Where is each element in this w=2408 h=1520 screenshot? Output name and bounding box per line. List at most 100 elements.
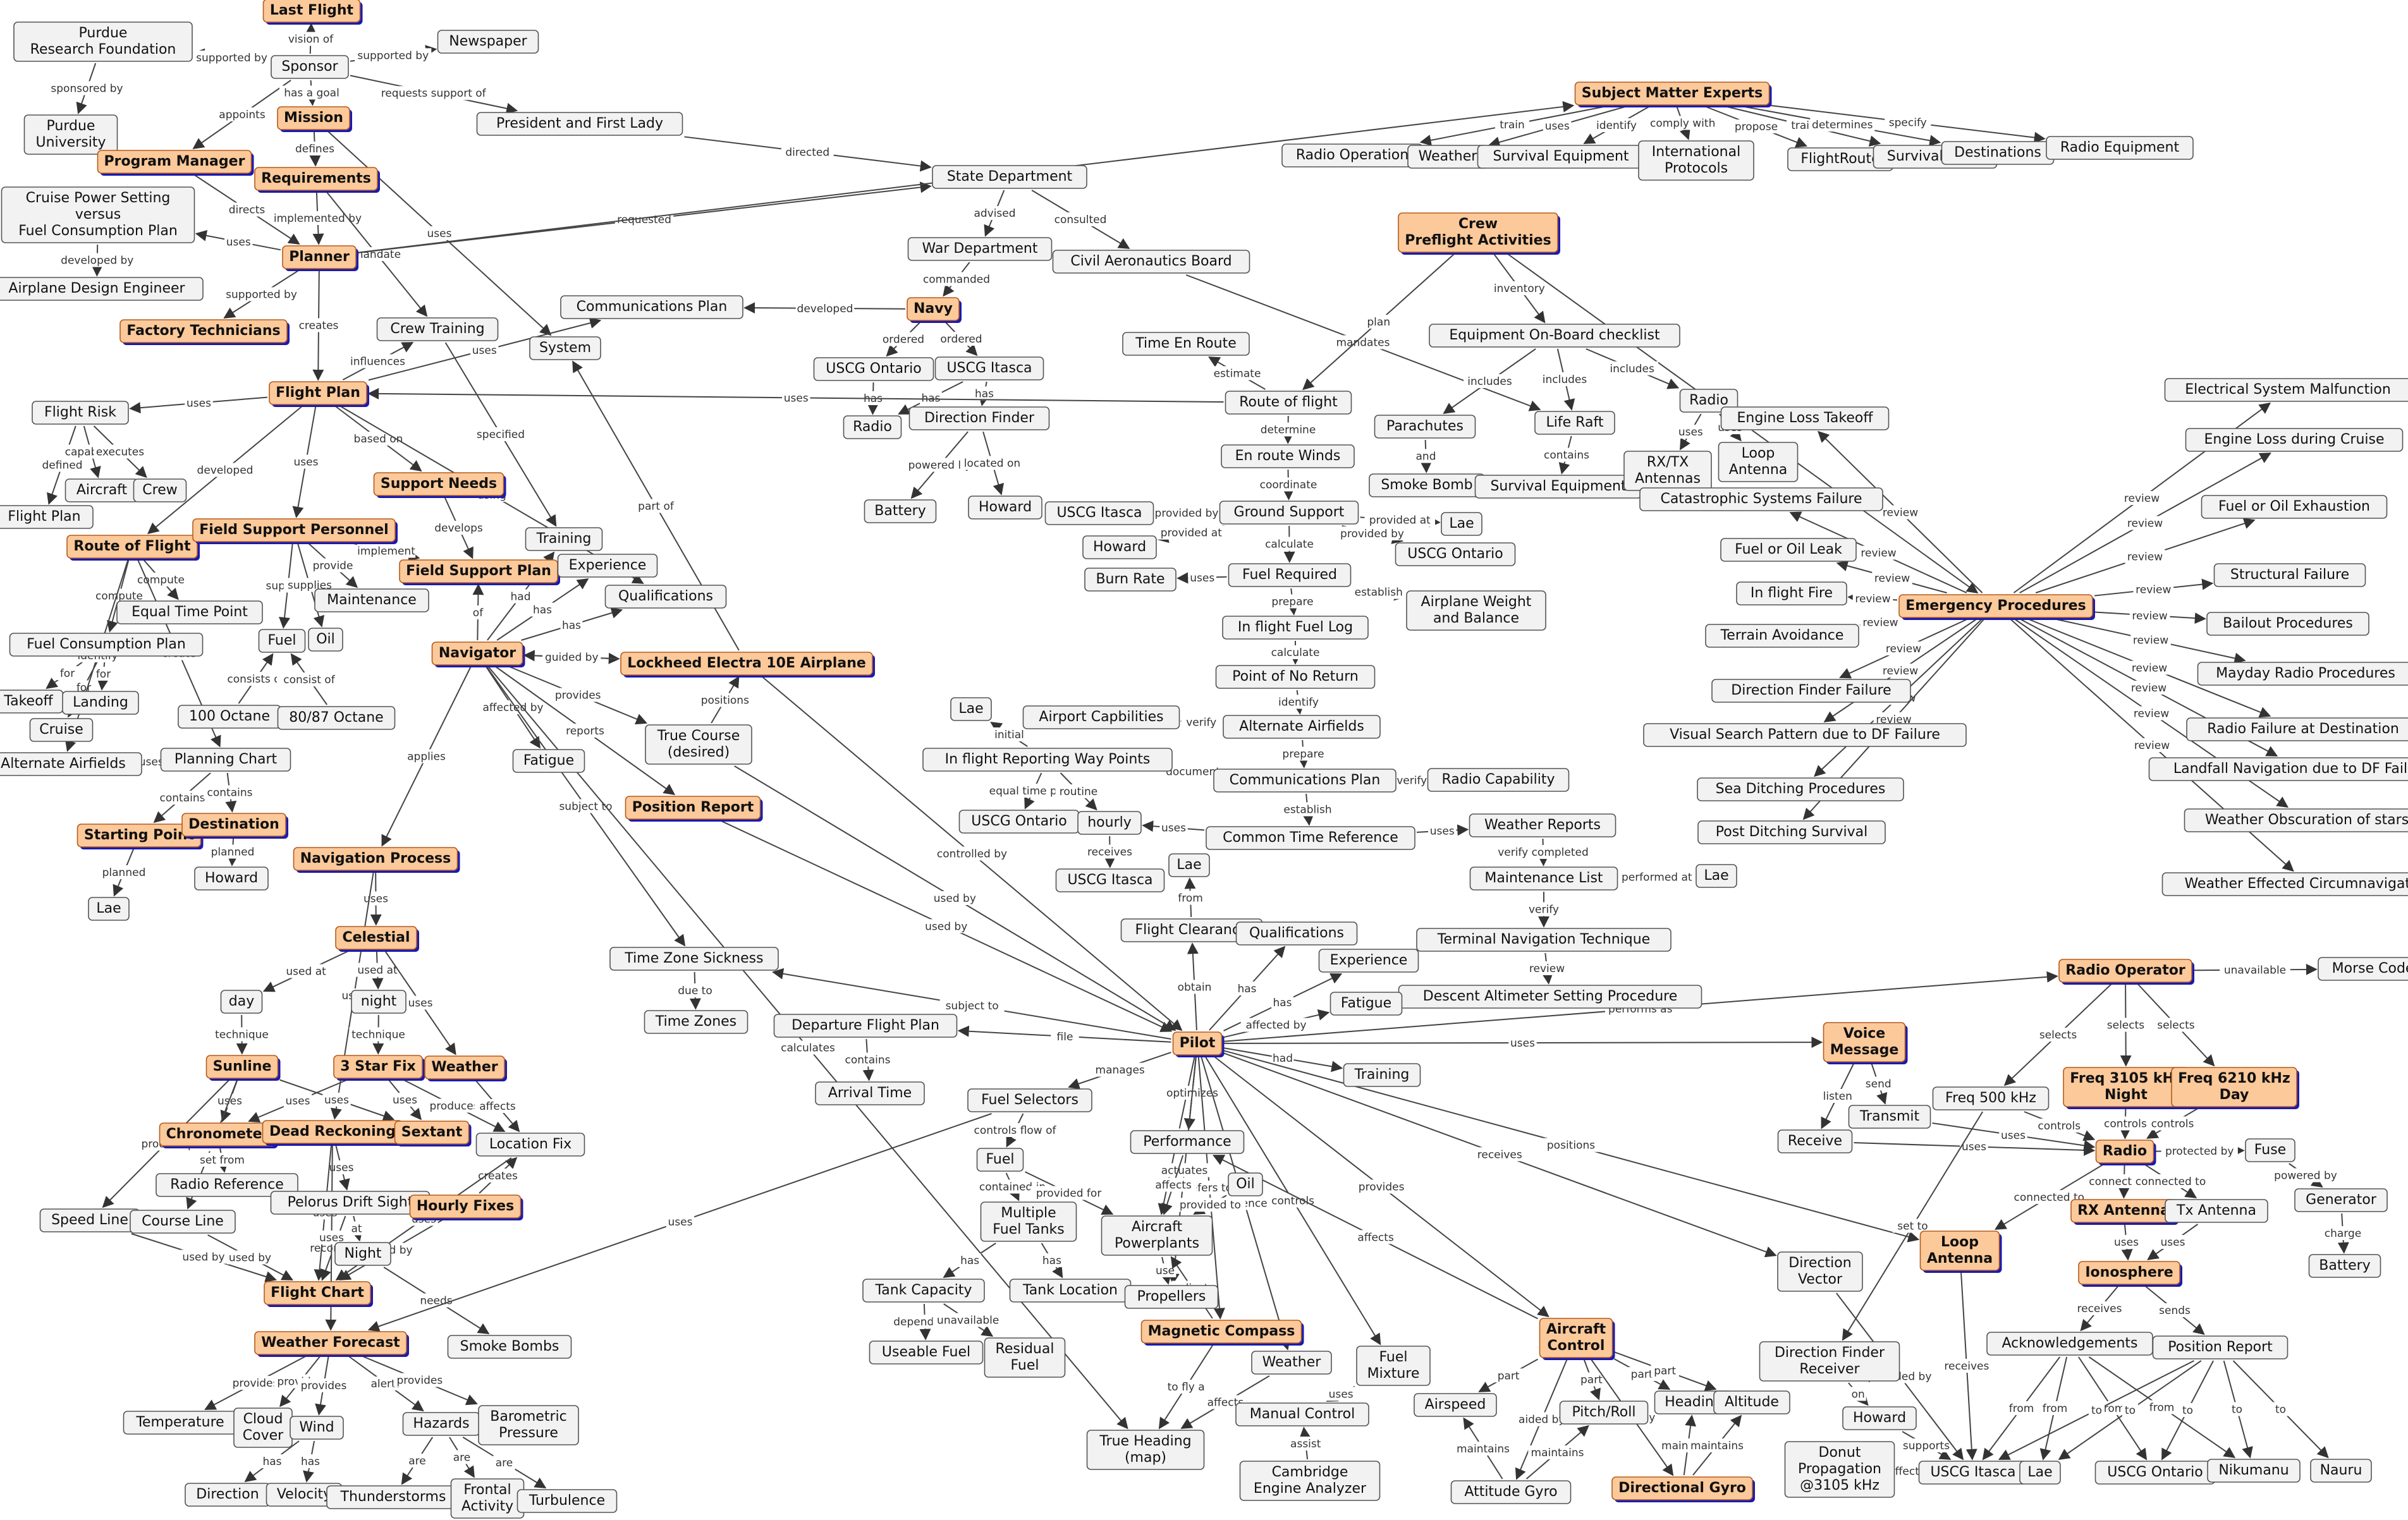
node-lae-maint[interactable]: Lae: [1696, 864, 1737, 888]
node-catastrophic[interactable]: Catastrophic Systems Failure: [1639, 487, 1883, 511]
node-hourly[interactable]: hourly: [1077, 811, 1142, 835]
node-radio-operator[interactable]: Radio Operator: [2058, 959, 2194, 985]
node-alt-airfields-left[interactable]: Alternate Airfields: [0, 752, 142, 776]
node-weather-reports[interactable]: Weather Reports: [1469, 813, 1617, 837]
node-fuel-left[interactable]: Fuel: [258, 629, 306, 653]
node-celestial[interactable]: Celestial: [335, 926, 419, 952]
node-newspaper[interactable]: Newspaper: [437, 30, 539, 54]
node-comm-plan-left[interactable]: Communications Plan: [560, 295, 743, 319]
node-tank-location[interactable]: Tank Location: [1009, 1279, 1132, 1303]
node-ionosphere[interactable]: Ionosphere: [2078, 1261, 2182, 1287]
node-life-raft[interactable]: Life Raft: [1534, 411, 1615, 435]
node-route-of-flight-left[interactable]: Route of Flight: [66, 535, 200, 561]
node-howard-right[interactable]: Howard: [1842, 1406, 1917, 1430]
node-fuel-oil-leak[interactable]: Fuel or Oil Leak: [1720, 538, 1857, 562]
node-uscg-itasca-gs[interactable]: USCG Itasca: [1044, 501, 1154, 525]
node-turbulence[interactable]: Turbulence: [516, 1489, 618, 1513]
node-sunline[interactable]: Sunline: [205, 1055, 281, 1081]
node-howard-navy[interactable]: Howard: [968, 496, 1042, 520]
node-flight-plan[interactable]: Flight Plan: [269, 381, 369, 407]
node-uscg-itasca-hourly[interactable]: USCG Itasca: [1055, 868, 1165, 892]
node-cab[interactable]: Civil Aeronautics Board: [1052, 250, 1250, 274]
node-generator[interactable]: Generator: [2294, 1188, 2388, 1212]
node-navigator[interactable]: Navigator: [431, 641, 525, 667]
node-common-time-ref[interactable]: Common Time Reference: [1206, 826, 1415, 850]
node-survival-equip-center[interactable]: Survival Equipment: [1474, 475, 1642, 499]
node-heading[interactable]: Heading: [1654, 1390, 1733, 1414]
node-requirements[interactable]: Requirements: [254, 167, 380, 193]
node-landfall-nav[interactable]: Landfall Navigation due to DF Failure: [2148, 757, 2408, 781]
node-tank-capacity[interactable]: Tank Capacity: [862, 1279, 985, 1303]
node-burn-rate[interactable]: Burn Rate: [1084, 568, 1176, 592]
node-planning-chart[interactable]: Planning Chart: [160, 748, 291, 772]
node-electrical-malfunction[interactable]: Electrical System Malfunction: [2164, 378, 2408, 402]
node-mayday[interactable]: Mayday Radio Procedures: [2197, 662, 2408, 686]
node-performance[interactable]: Performance: [1130, 1130, 1245, 1154]
node-experience-pilot[interactable]: Experience: [1318, 949, 1419, 973]
node-fuse[interactable]: Fuse: [2245, 1138, 2295, 1162]
node-radio-capability[interactable]: Radio Capability: [1427, 768, 1570, 792]
node-acknowledgements[interactable]: Acknowledgements: [1986, 1332, 2153, 1356]
node-fuel-required[interactable]: Fuel Required: [1228, 563, 1352, 587]
node-flight-route[interactable]: FlightRoute: [1787, 147, 1893, 171]
node-octane100[interactable]: 100 Octane: [178, 705, 281, 729]
node-propellers[interactable]: Propellers: [1124, 1285, 1219, 1309]
node-radio-operation[interactable]: Radio Operation: [1281, 143, 1423, 167]
node-fuel-center[interactable]: Fuel: [976, 1148, 1024, 1172]
node-field-support-plan[interactable]: Field Support Plan: [399, 559, 560, 585]
node-freq500[interactable]: Freq 500 kHz: [1932, 1086, 2050, 1110]
node-battery-right[interactable]: Battery: [2308, 1254, 2381, 1278]
node-attitude-gyro[interactable]: Attitude Gyro: [1450, 1480, 1572, 1504]
node-weather-sme[interactable]: Weather: [1407, 145, 1488, 169]
node-nauru[interactable]: Nauru: [2310, 1459, 2372, 1483]
node-starting-point[interactable]: Starting Point: [76, 824, 204, 849]
node-state-dept[interactable]: State Department: [932, 165, 1087, 189]
node-airport-capabilities[interactable]: Airport Capbilities: [1022, 705, 1180, 729]
node-night-lower[interactable]: night: [351, 990, 406, 1014]
node-smoke-bombs-left[interactable]: Smoke Bombs: [447, 1335, 572, 1359]
node-wind[interactable]: Wind: [290, 1416, 344, 1440]
node-flight-risk[interactable]: Flight Risk: [32, 401, 129, 425]
node-altitude[interactable]: Altitude: [1713, 1390, 1790, 1414]
node-flight-plan-small[interactable]: Flight Plan: [0, 505, 94, 529]
node-night-cap[interactable]: Night: [334, 1242, 391, 1266]
node-airspeed[interactable]: Airspeed: [1414, 1393, 1497, 1417]
node-transmit[interactable]: Transmit: [1848, 1105, 1931, 1129]
node-planner[interactable]: Planner: [282, 245, 358, 271]
node-fuel-selectors[interactable]: Fuel Selectors: [967, 1088, 1092, 1112]
node-position-report-right[interactable]: Position Report: [2152, 1335, 2289, 1359]
node-equal-time-point[interactable]: Equal Time Point: [116, 600, 263, 624]
node-inflight-fuel-log[interactable]: In flight Fuel Log: [1222, 616, 1369, 640]
node-oil-left[interactable]: Oil: [308, 628, 343, 652]
node-survival-equip-sme[interactable]: Survival Equipment: [1477, 145, 1645, 169]
node-qualifications-pilot[interactable]: Qualifications: [1235, 921, 1358, 945]
node-morse[interactable]: Morse Code Key: [2318, 957, 2408, 981]
node-course-line[interactable]: Course Line: [130, 1210, 236, 1234]
node-aircraft-small[interactable]: Aircraft: [64, 478, 139, 502]
node-obscuration[interactable]: Weather Obscuration of stars: [2184, 808, 2408, 832]
node-fuel-consumption-plan[interactable]: Fuel Consumption Plan: [9, 633, 204, 657]
node-useable-fuel[interactable]: Useable Fuel: [869, 1341, 984, 1365]
node-sponsor[interactable]: Sponsor: [271, 55, 349, 79]
node-chronometer[interactable]: Chronometer: [159, 1122, 278, 1148]
node-hourly-fixes[interactable]: Hourly Fixes: [409, 1195, 523, 1220]
node-uscg-ontario-top[interactable]: USCG Ontario: [813, 357, 934, 381]
node-emergency-procedures[interactable]: Emergency Procedures: [1898, 594, 2095, 620]
node-factory-tech[interactable]: Factory Technicians: [119, 319, 290, 345]
node-engine-loss-takeoff[interactable]: Engine Loss Takeoff: [1720, 406, 1890, 430]
node-lae-initial[interactable]: Lae: [950, 697, 992, 721]
